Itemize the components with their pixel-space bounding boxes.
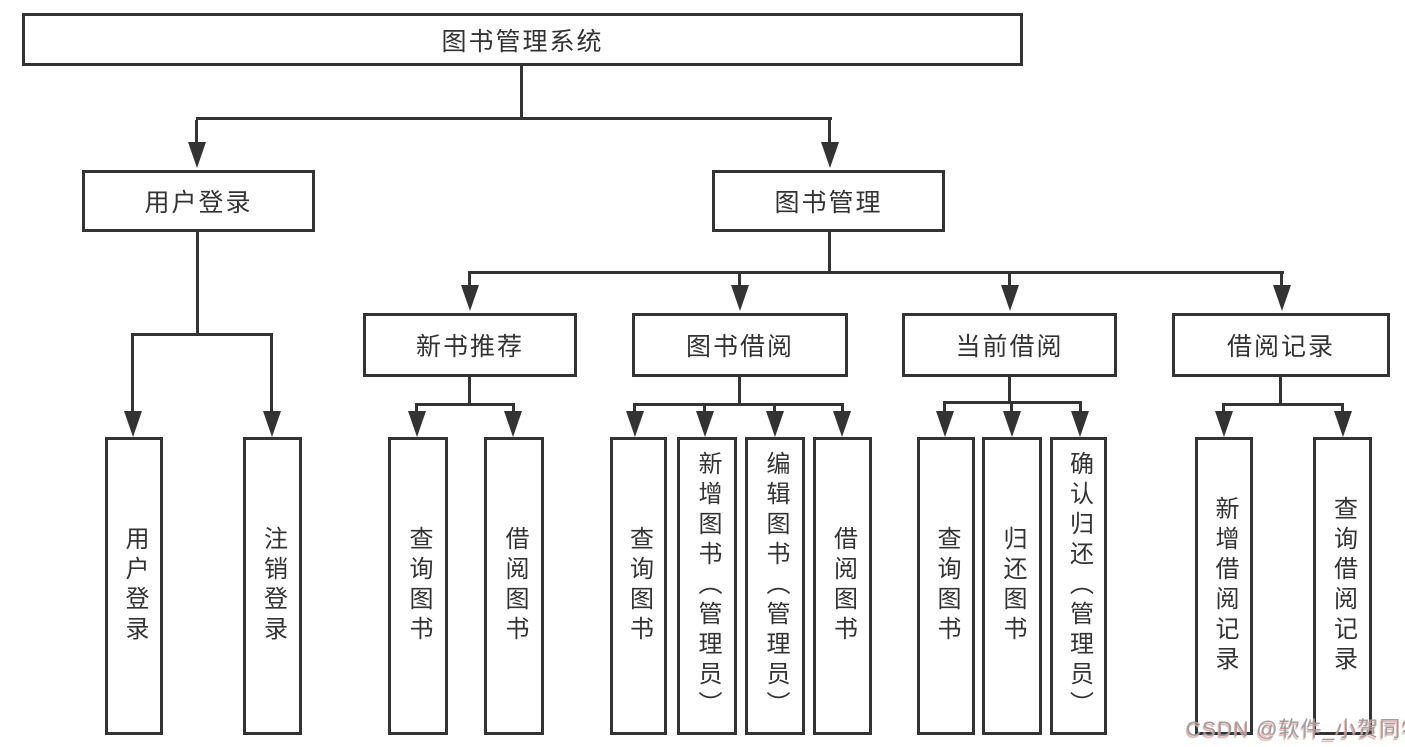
node-leaf-add-borrow-record: 新增借阅记录 bbox=[1195, 437, 1253, 735]
node-book-management-label: 图书管理 bbox=[774, 189, 883, 217]
node-book-management: 图书管理 bbox=[712, 170, 945, 232]
arrow-down-icon bbox=[1273, 285, 1291, 311]
connector-bar bbox=[633, 403, 844, 406]
leaf-label: 借阅图书 bbox=[501, 526, 528, 646]
connector-tail bbox=[841, 403, 844, 413]
connector-stem bbox=[1008, 377, 1011, 403]
connector-tail bbox=[1079, 401, 1082, 413]
node-leaf-edit-book-admin: 编辑图书（管理员） bbox=[745, 437, 805, 735]
node-leaf-query-book-2: 查询图书 bbox=[610, 437, 667, 735]
node-book-borrow-label: 图书借阅 bbox=[685, 333, 794, 361]
node-leaf-query-borrow-record: 查询借阅记录 bbox=[1313, 437, 1372, 735]
arrow-down-icon bbox=[1215, 411, 1233, 437]
arrow-down-icon bbox=[408, 411, 426, 437]
connector-tail bbox=[773, 403, 776, 413]
arrow-down-icon bbox=[936, 411, 954, 437]
arrow-down-icon bbox=[766, 411, 784, 437]
node-leaf-return-book: 归还图书 bbox=[982, 437, 1042, 735]
leaf-label: 用户登录 bbox=[121, 526, 148, 646]
connector-tail bbox=[1341, 403, 1344, 413]
leaf-label: 借阅图书 bbox=[829, 526, 857, 646]
connector-login-stem bbox=[196, 232, 199, 336]
arrow-down-icon bbox=[461, 285, 479, 311]
node-leaf-user-login: 用户登录 bbox=[105, 437, 163, 735]
arrow-down-icon bbox=[626, 411, 644, 437]
connector-stem bbox=[738, 377, 741, 405]
node-user-login-label: 用户登录 bbox=[144, 189, 253, 217]
connector-tail bbox=[633, 403, 636, 413]
node-leaf-query-book-1: 查询图书 bbox=[388, 437, 448, 735]
leaf-label: 查询借阅记录 bbox=[1329, 496, 1357, 676]
arrow-down-icon bbox=[1334, 411, 1352, 437]
node-current-borrow: 当前借阅 bbox=[902, 313, 1117, 377]
node-borrow-record: 借阅记录 bbox=[1172, 313, 1390, 377]
leaf-label: 新增图书（管理员） bbox=[694, 451, 721, 721]
connector-tail bbox=[468, 271, 471, 287]
node-new-book-recommend-label: 新书推荐 bbox=[415, 333, 524, 361]
connector-mgmt-stem bbox=[828, 232, 831, 274]
arrow-down-icon bbox=[833, 411, 851, 437]
leaf-label: 注销登录 bbox=[259, 526, 287, 646]
connector-bar bbox=[1222, 403, 1344, 406]
node-leaf-borrow-book-2: 借阅图书 bbox=[813, 437, 872, 735]
node-leaf-logout: 注销登录 bbox=[243, 437, 302, 735]
node-leaf-query-book-3: 查询图书 bbox=[917, 437, 975, 735]
node-current-borrow-label: 当前借阅 bbox=[955, 333, 1064, 361]
node-leaf-borrow-book-1: 借阅图书 bbox=[484, 437, 544, 735]
node-new-book-recommend: 新书推荐 bbox=[363, 313, 577, 377]
connector-bar bbox=[415, 403, 515, 406]
connector-level3-bar bbox=[468, 271, 1284, 274]
connector-tail bbox=[1222, 403, 1225, 413]
connector-login-bar bbox=[131, 333, 273, 336]
connector-tail bbox=[1280, 271, 1283, 287]
arrow-down-icon bbox=[263, 411, 281, 437]
connector-root-stem bbox=[520, 64, 523, 120]
connector-tail bbox=[270, 333, 273, 411]
node-root: 图书管理系统 bbox=[22, 13, 1023, 66]
arrow-down-icon bbox=[696, 411, 714, 437]
node-user-login: 用户登录 bbox=[82, 170, 315, 232]
node-root-label: 图书管理系统 bbox=[441, 27, 604, 56]
connector-tail bbox=[738, 271, 741, 287]
leaf-label: 确认归还（管理员） bbox=[1065, 451, 1093, 721]
arrow-down-icon bbox=[1003, 411, 1021, 437]
node-leaf-add-book-admin: 新增图书（管理员） bbox=[677, 437, 737, 735]
node-book-borrow: 图书借阅 bbox=[632, 313, 848, 377]
node-borrow-record-label: 借阅记录 bbox=[1226, 333, 1335, 361]
connector-level2-bar bbox=[196, 117, 832, 120]
leaf-label: 新增借阅记录 bbox=[1211, 496, 1238, 676]
connector-tail-login bbox=[195, 120, 198, 144]
node-leaf-confirm-return-admin: 确认归还（管理员） bbox=[1050, 437, 1107, 735]
leaf-label: 查询图书 bbox=[933, 526, 960, 646]
leaf-label: 归还图书 bbox=[999, 526, 1026, 646]
connector-stem bbox=[468, 377, 471, 405]
connector-tail bbox=[1010, 401, 1013, 413]
leaf-label: 查询图书 bbox=[405, 526, 432, 646]
csdn-watermark: CSDN @软件_小贺同学 bbox=[1186, 718, 1405, 741]
connector-tail bbox=[943, 401, 946, 413]
leaf-label: 查询图书 bbox=[625, 526, 653, 646]
leaf-label: 编辑图书（管理员） bbox=[762, 451, 789, 721]
arrow-down-icon bbox=[1071, 411, 1089, 437]
connector-tail bbox=[512, 403, 515, 413]
arrow-down-icon bbox=[124, 411, 142, 437]
arrow-down-icon bbox=[1001, 285, 1019, 311]
arrow-down-icon bbox=[504, 411, 522, 437]
connector-tail bbox=[1008, 271, 1011, 287]
connector-stem bbox=[1279, 377, 1282, 405]
arrow-down-icon bbox=[821, 142, 839, 168]
connector-tail bbox=[131, 333, 134, 411]
arrow-down-icon bbox=[731, 285, 749, 311]
connector-tail bbox=[415, 403, 418, 413]
connector-tail bbox=[703, 403, 706, 413]
connector-tail-bookmgmt bbox=[828, 120, 831, 144]
arrow-down-icon bbox=[188, 142, 206, 168]
